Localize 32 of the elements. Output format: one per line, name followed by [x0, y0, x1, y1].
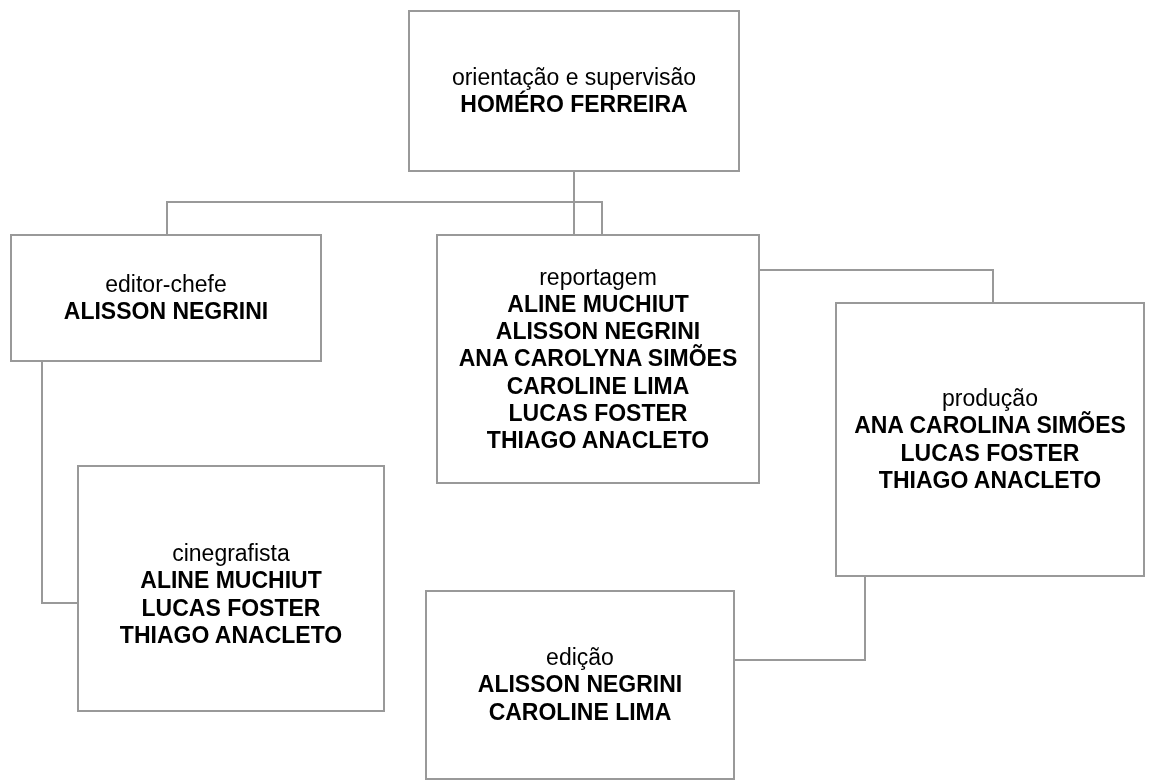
person-name: THIAGO ANACLETO: [119, 621, 343, 649]
person-name: ALISSON NEGRINI: [495, 318, 701, 345]
role-box: [77, 465, 385, 712]
role-box: [425, 590, 735, 780]
person-name: LUCAS FOSTER: [900, 439, 1080, 467]
person-name: LUCAS FOSTER: [508, 399, 688, 427]
connector-line: [41, 361, 78, 604]
role-title: reportagem: [539, 264, 657, 292]
person-name: HOMÉRO FERREIRA: [460, 91, 688, 119]
role-title: cinegrafista: [172, 540, 290, 568]
role-title: produção: [942, 385, 1038, 412]
role-title: orientação e supervisão: [451, 63, 697, 91]
person-name: ANA CAROLYNA SIMÕES: [458, 345, 738, 373]
connector-line: [573, 171, 603, 235]
person-name: ALINE MUCHIUT: [140, 567, 322, 595]
person-name: CAROLINE LIMA: [488, 698, 672, 726]
person-name: CAROLINE LIMA: [506, 372, 690, 400]
connector-line: [734, 576, 866, 661]
person-name: THIAGO ANACLETO: [878, 466, 1102, 494]
role-box: [835, 302, 1145, 577]
role-box: [436, 234, 760, 484]
person-name: ALINE MUCHIUT: [507, 291, 689, 319]
person-name: ALISSON NEGRINI: [63, 298, 269, 326]
connector-line: [759, 269, 994, 303]
role-title: editor-chefe: [105, 270, 227, 298]
role-box: [408, 10, 740, 172]
role-box: [10, 234, 322, 362]
person-name: LUCAS FOSTER: [141, 594, 321, 622]
person-name: ALISSON NEGRINI: [477, 671, 683, 699]
role-title: edição: [546, 644, 614, 672]
person-name: ANA CAROLINA SIMÕES: [854, 412, 1126, 440]
person-name: THIAGO ANACLETO: [486, 426, 710, 454]
